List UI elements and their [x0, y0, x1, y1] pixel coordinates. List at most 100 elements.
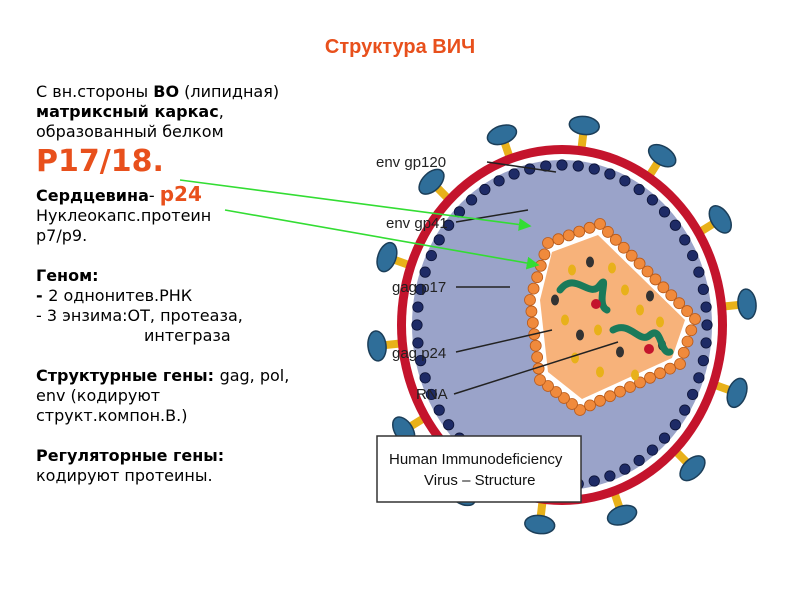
inner-protein	[608, 262, 616, 274]
capsid-inner-proteins	[551, 256, 666, 381]
line-1: С вн.стороны ВО (липидная)	[36, 82, 280, 101]
capsid-bead	[531, 351, 544, 364]
capsid-bead	[677, 346, 690, 359]
line-2: матриксный каркас,	[36, 102, 224, 121]
structural-genes-2: env (кодируют	[36, 386, 161, 405]
matrix-bead	[619, 175, 631, 187]
matrix-bead	[687, 388, 699, 401]
matrix-bead	[701, 319, 713, 331]
capsid-bead	[617, 241, 630, 254]
inner-protein	[621, 284, 629, 296]
rna-strand-1	[556, 278, 611, 314]
capsid-bead	[614, 385, 626, 398]
matrix-bead	[419, 372, 431, 384]
gp120-knob	[568, 115, 600, 136]
capsid-bead	[562, 229, 575, 242]
capsid-bead	[574, 404, 586, 416]
matrix-bead	[658, 206, 671, 218]
structural-genes: Структурные гены: gag, pol,	[36, 366, 290, 385]
capsid-bead	[558, 392, 570, 404]
capsid-bead	[550, 386, 562, 398]
capsid-bead	[531, 271, 544, 284]
capsid-bead	[573, 225, 586, 238]
matrix-bead	[425, 388, 437, 401]
leader-rna	[453, 341, 619, 395]
capsid-bead	[534, 259, 547, 272]
matrix-bead	[679, 234, 691, 246]
matrix-bead	[425, 249, 437, 262]
matrix-bead	[479, 183, 491, 196]
matrix-bead	[633, 454, 645, 467]
capsid-bead	[583, 221, 596, 234]
line-nucleocapsid: Нуклеокапс.протеин	[36, 206, 212, 225]
capsid-bead	[634, 376, 646, 389]
capsid-bead	[624, 381, 636, 393]
inner-protein	[631, 369, 639, 381]
inner-protein	[576, 329, 584, 341]
capsid-bead	[602, 226, 614, 238]
label-gag-p24: gag p24	[392, 345, 446, 362]
integrase-dot	[644, 344, 654, 354]
matrix-bead	[412, 337, 424, 349]
capsid-bead	[689, 313, 701, 325]
capsid-bead	[526, 316, 539, 329]
matrix-bead	[619, 463, 631, 475]
capsid-bead	[542, 380, 554, 392]
label-env-gp41: env gp41	[386, 215, 448, 232]
inner-protein	[656, 316, 664, 328]
arrow-p24-to-capsid	[224, 209, 540, 270]
capsid-bead	[681, 335, 694, 348]
gp120-knob	[737, 288, 757, 320]
capsid-bead	[552, 233, 565, 246]
core-line: Сердцевина- p24	[36, 182, 202, 206]
capsid-bead	[594, 218, 606, 230]
capsid-bead	[649, 273, 662, 286]
capsid-bead	[674, 358, 686, 370]
regulatory-genes-text: кодируют протеины.	[36, 466, 213, 485]
matrix-bead	[604, 470, 616, 482]
label-rna: RNA	[416, 386, 448, 403]
capsid-bead	[594, 394, 606, 407]
gp120-knob	[679, 455, 706, 482]
label-gag-p17: gag p17	[392, 279, 446, 296]
capsid-bead	[542, 237, 554, 249]
regulatory-genes-heading: Регуляторные гены:	[36, 446, 225, 465]
caption-line-1: Human Immunodeficiency	[389, 451, 563, 468]
matrix-bead	[411, 319, 423, 331]
matrix-bead	[679, 404, 691, 416]
reverse-transcriptase-dot	[591, 299, 601, 309]
matrix-bead	[465, 194, 478, 206]
genome-heading: Геном:	[36, 266, 99, 285]
capsid-bead	[524, 294, 536, 306]
capsid-bead	[625, 249, 638, 262]
inner-protein	[586, 256, 594, 268]
matrix-bead	[700, 337, 712, 349]
gp120-knob	[376, 241, 398, 273]
gp120-knob	[647, 143, 677, 168]
capsid-beads	[524, 218, 701, 416]
matrix-bead	[700, 301, 712, 313]
page-title: Структура ВИЧ	[324, 36, 476, 58]
capsid-bead	[654, 367, 666, 380]
capsid-bead	[609, 233, 622, 246]
matrix-bead	[433, 234, 445, 246]
matrix-bead	[658, 432, 671, 444]
structural-genes-3: структ.компон.В.)	[36, 406, 188, 425]
capsid-bead	[566, 398, 578, 410]
leader-gp120	[486, 161, 557, 173]
matrix-bead	[508, 168, 520, 180]
capsid-bead	[685, 324, 698, 337]
capsid-bead	[657, 281, 670, 294]
matrix-bead	[697, 283, 709, 295]
matrix-bead	[588, 163, 600, 175]
matrix-bead	[572, 160, 584, 172]
matrix-bead	[412, 301, 424, 313]
matrix-bead	[588, 475, 600, 487]
genome-item-3: интеграза	[144, 326, 231, 345]
genome-item-1: - 2 однонитев.РНК	[36, 286, 193, 305]
capsid-bead	[664, 362, 676, 375]
capsid-bead	[644, 371, 656, 384]
p17-label: P17/18.	[36, 144, 164, 179]
capsid-bead	[529, 339, 542, 352]
